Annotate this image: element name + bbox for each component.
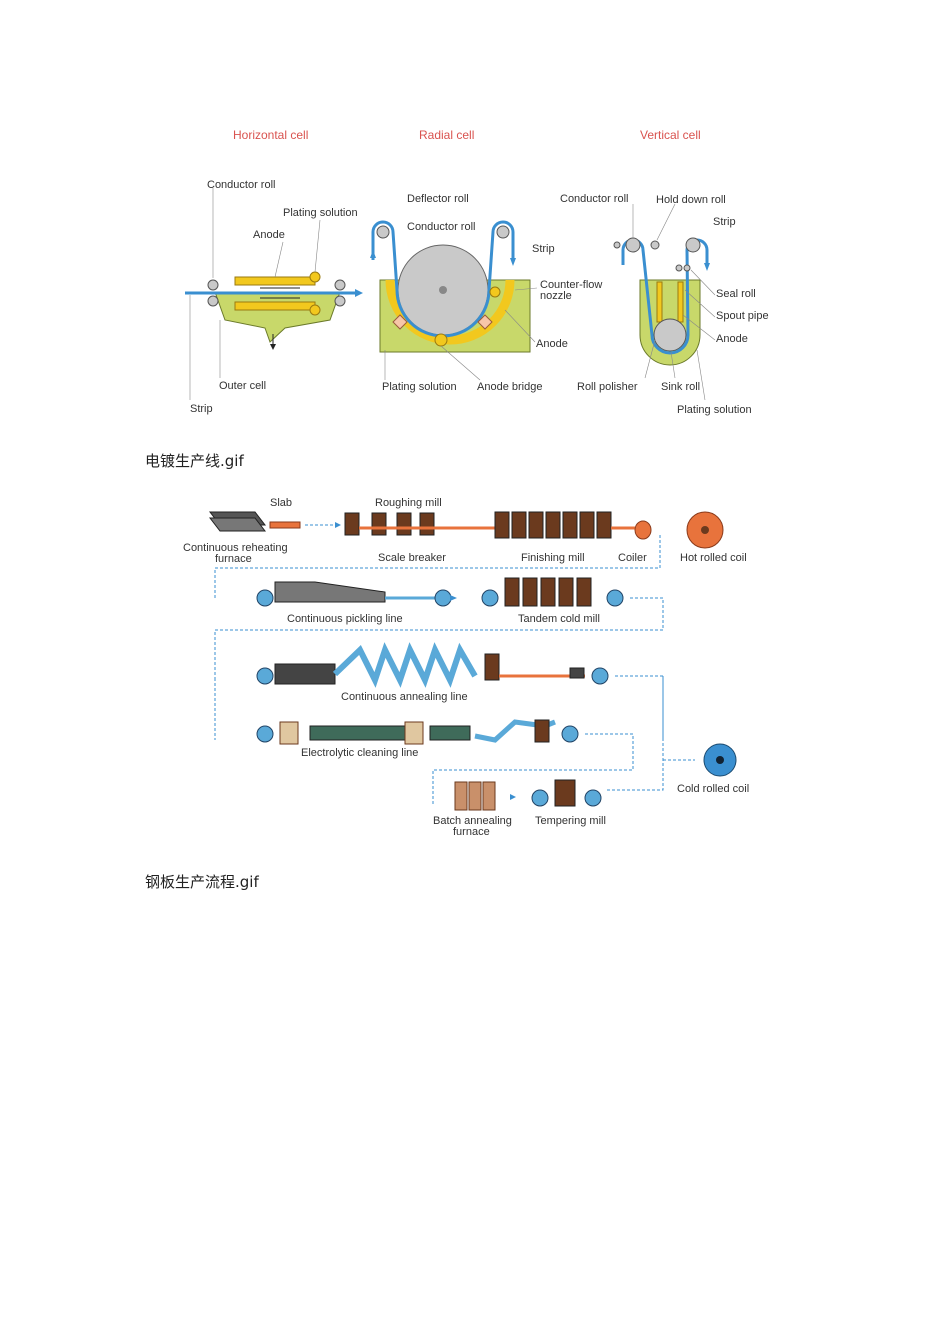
annealing-line-label: Continuous annealing line [341, 691, 468, 703]
v-conductor-roll-label: Conductor roll [560, 193, 628, 205]
electroplating-cells-figure: Horizontal cell Radial cell Vertical cel… [185, 128, 769, 416]
radial-cell-title: Radial cell [419, 128, 474, 142]
vertical-cell-diagram: Conductor roll Hold down roll Strip Seal… [560, 193, 769, 416]
h-anode-label: Anode [253, 229, 285, 241]
steel-production-flow-figure: Slab Roughing mill Continuous reheating … [183, 497, 749, 838]
h-plating-solution-label: Plating solution [283, 207, 358, 219]
batch-annealing-label-2: furnace [453, 826, 490, 838]
scale-breaker-label: Scale breaker [378, 552, 446, 564]
v-seal-roll-label: Seal roll [716, 288, 756, 300]
v-strip-label: Strip [713, 216, 736, 228]
v-hold-down-roll-label: Hold down roll [656, 194, 726, 206]
figure1-caption: 电镀生产线.gif [145, 452, 244, 470]
slab-label: Slab [270, 497, 292, 509]
horizontal-cell-title: Horizontal cell [233, 128, 308, 142]
v-spout-pipe-label: Spout pipe [716, 310, 769, 322]
roughing-mill-label: Roughing mill [375, 497, 442, 509]
cleaning-row: Electrolytic cleaning line [256, 719, 634, 805]
annealing-row: Continuous annealing line [214, 642, 664, 791]
tempering-mill-label: Tempering mill [535, 815, 606, 827]
v-anode-label: Anode [716, 333, 748, 345]
v-sink-roll-label: Sink roll [661, 381, 700, 393]
horizontal-cell-diagram: Conductor roll Plating solution Anode Ou… [185, 179, 363, 415]
reheating-furnace-label-2: furnace [215, 553, 252, 565]
v-plating-solution-label: Plating solution [677, 404, 752, 416]
r-conductor-roll-label: Conductor roll [407, 221, 475, 233]
r-anode-label: Anode [536, 338, 568, 350]
batch-annealing-label-1: Batch annealing [433, 815, 512, 827]
hot-rolling-row: Slab Roughing mill Continuous reheating … [183, 497, 747, 598]
batch-tempering-row: Batch annealing furnace Tempering mill C… [433, 743, 749, 838]
h-strip-label: Strip [190, 403, 213, 415]
pickling-line-label: Continuous pickling line [287, 613, 403, 625]
cleaning-line-label: Electrolytic cleaning line [301, 747, 418, 759]
r-counter-flow-label: Counter-flow [540, 279, 602, 291]
vertical-cell-title: Vertical cell [640, 128, 701, 142]
v-roll-polisher-label: Roll polisher [577, 381, 638, 393]
coiler-label: Coiler [618, 552, 647, 564]
pickling-cold-row: Continuous pickling line Tandem cold mil… [214, 577, 664, 678]
cold-rolled-coil-label: Cold rolled coil [677, 783, 749, 795]
r-deflector-roll-label: Deflector roll [407, 193, 469, 205]
hot-rolled-coil-label: Hot rolled coil [680, 552, 747, 564]
h-outer-cell-label: Outer cell [219, 380, 266, 392]
reheating-furnace-label-1: Continuous reheating [183, 542, 288, 554]
r-plating-solution-label: Plating solution [382, 381, 457, 393]
r-anode-bridge-label: Anode bridge [477, 381, 542, 393]
r-nozzle-label: nozzle [540, 290, 572, 302]
finishing-mill-label: Finishing mill [521, 552, 585, 564]
figure2-caption: 钢板生产流程.gif [145, 873, 259, 891]
h-conductor-roll-label: Conductor roll [207, 179, 275, 191]
tandem-cold-mill-label: Tandem cold mill [518, 613, 600, 625]
radial-cell-diagram: Deflector roll Conductor roll Strip Coun… [370, 193, 602, 393]
r-strip-label: Strip [532, 243, 555, 255]
